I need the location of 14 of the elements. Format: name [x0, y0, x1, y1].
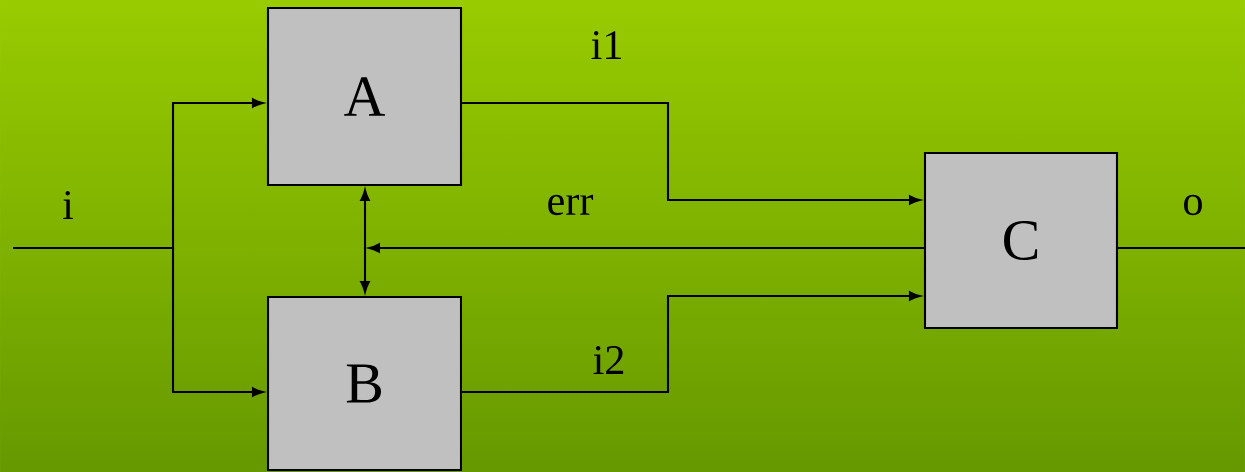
block-box: A: [266, 6, 463, 187]
arrow: [171, 248, 264, 397]
block-box: B: [266, 295, 463, 472]
block-box: C: [923, 151, 1119, 330]
arrow: [462, 101, 921, 205]
edge-label: o: [1184, 194, 1202, 216]
edge-label: i: [63, 191, 74, 219]
arrow: [13, 98, 264, 250]
arrow: [368, 243, 924, 253]
edge-label: err: [548, 194, 594, 216]
arrow: [360, 189, 370, 293]
edge-label: i2: [593, 346, 624, 374]
arrow: [462, 291, 921, 394]
edge-label: i1: [591, 31, 621, 59]
